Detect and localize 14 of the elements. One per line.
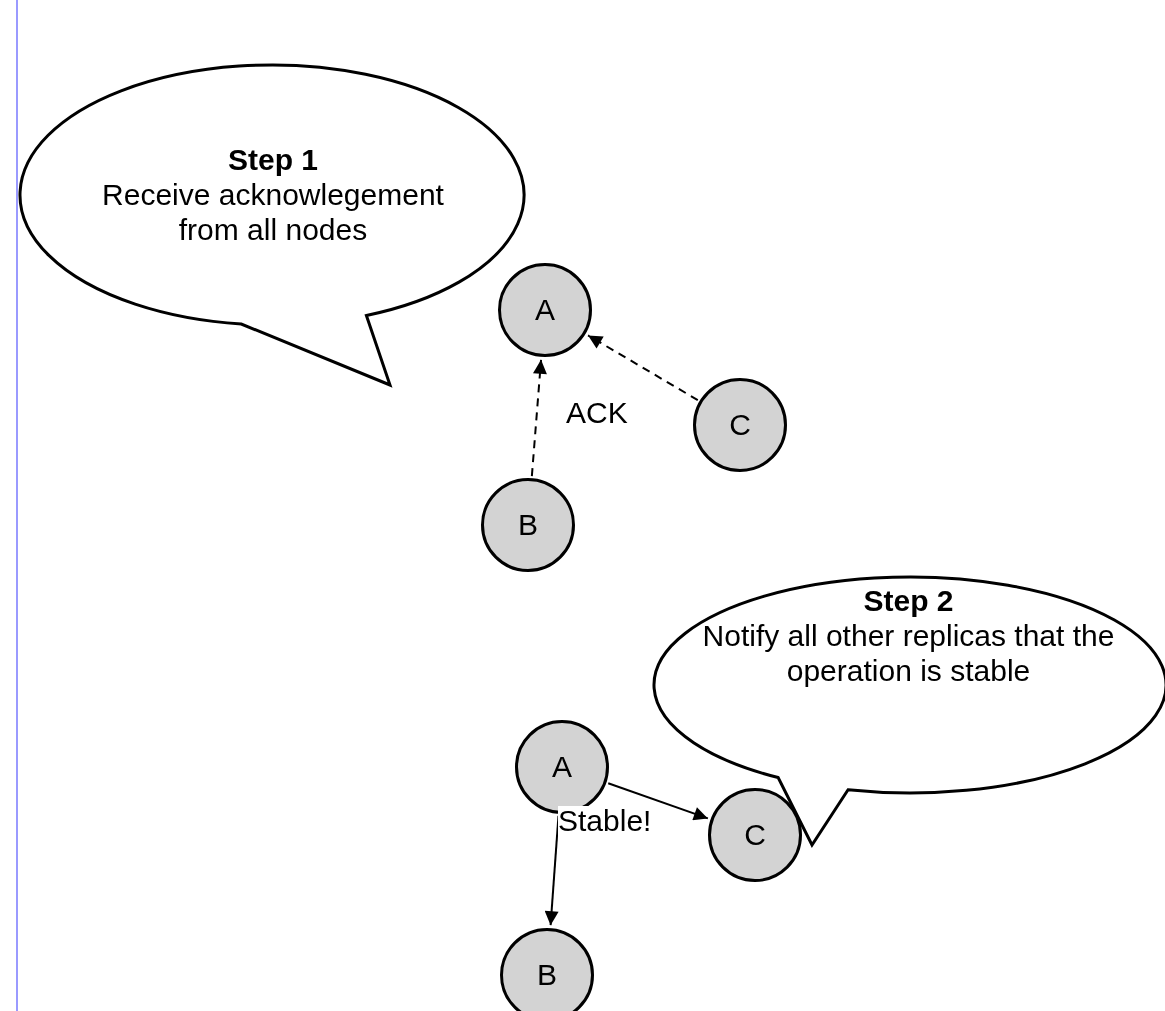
bubble-heading: Step 2 [862, 583, 955, 618]
edge-label: Stable! [558, 806, 652, 836]
node-letter: A [552, 752, 572, 782]
arrow [587, 334, 699, 402]
arrow [607, 782, 709, 821]
node-letter: B [537, 960, 557, 990]
node-letter: C [744, 820, 766, 850]
bubble-text: Receive acknowlegement from all nodes [101, 177, 445, 247]
node-letter: C [729, 410, 751, 440]
bubble-heading: Step 1 [227, 142, 319, 177]
arrow [530, 358, 547, 478]
node-letter: B [518, 510, 538, 540]
bubble-text: Notify all other replicas that the operation is stable [701, 618, 1116, 688]
node-letter: A [535, 295, 555, 325]
